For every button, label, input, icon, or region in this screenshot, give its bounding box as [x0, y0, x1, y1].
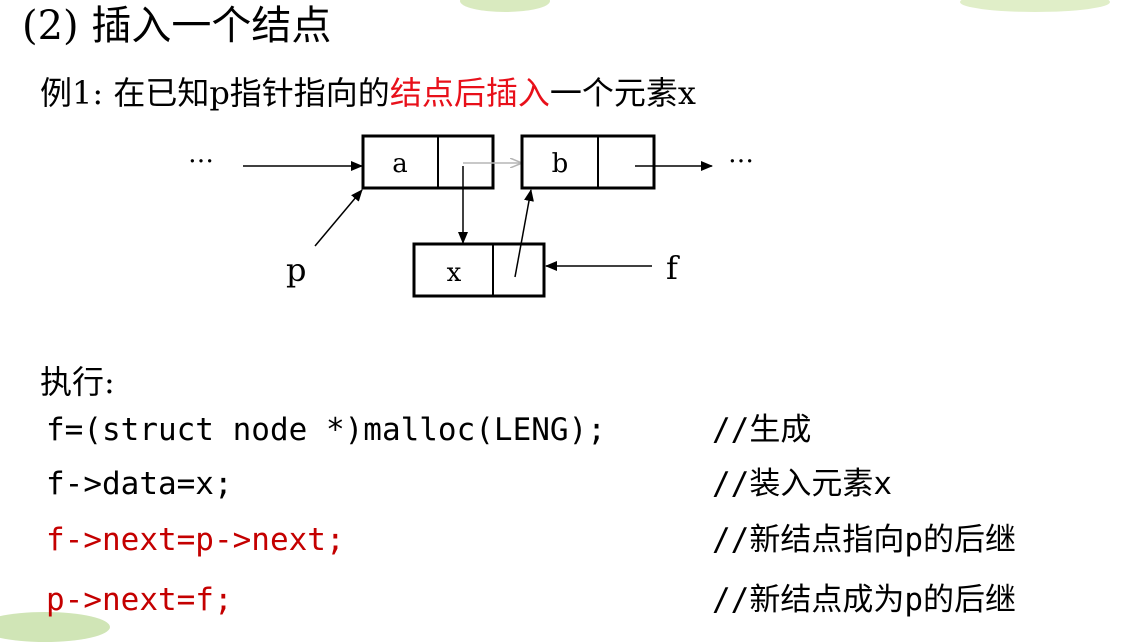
- page-title: (2) 插入一个结点: [22, 3, 332, 49]
- example-highlight: 结点后插入: [389, 74, 550, 112]
- ellipsis-right: …: [728, 139, 754, 169]
- node-b-box: [520, 134, 656, 190]
- new-link-x-to-b: [514, 189, 534, 278]
- code-line-4: p->next=f;: [46, 582, 233, 618]
- node-a-value: a: [392, 149, 408, 179]
- node-x: x: [412, 242, 546, 298]
- ellipsis-left: …: [188, 139, 214, 169]
- comment-line-4: //新结点成为p的后继: [712, 582, 1016, 618]
- code-line-2: f->data=x;: [46, 466, 233, 502]
- execution-heading: 执行:: [40, 363, 115, 401]
- example-suffix: 一个元素x: [549, 74, 696, 112]
- node-x-value: x: [447, 258, 462, 288]
- leaf-decoration-top-right: [960, 0, 1110, 12]
- pointer-p-arrow: [314, 189, 363, 247]
- code-line-3: f->next=p->next;: [46, 522, 345, 558]
- example-statement: 例1: 在已知p指针指向的结点后插入一个元素x: [40, 70, 696, 116]
- node-x-box: [412, 242, 546, 298]
- comment-line-2: //装入元素x: [712, 466, 892, 502]
- leaf-decoration-top: [460, 0, 550, 12]
- pointer-f-label: f: [666, 249, 680, 287]
- pointer-p-label: p: [286, 251, 306, 289]
- comment-line-1: //生成: [712, 412, 812, 448]
- example-prefix: 例1: 在已知p指针指向的: [40, 74, 390, 112]
- comment-line-3: //新结点指向p的后继: [712, 522, 1016, 558]
- node-a: a: [361, 134, 495, 190]
- node-b-value: b: [552, 149, 569, 179]
- node-b: b: [520, 134, 656, 190]
- node-a-box: [361, 134, 495, 190]
- code-line-1: f=(struct node *)malloc(LENG);: [46, 412, 606, 448]
